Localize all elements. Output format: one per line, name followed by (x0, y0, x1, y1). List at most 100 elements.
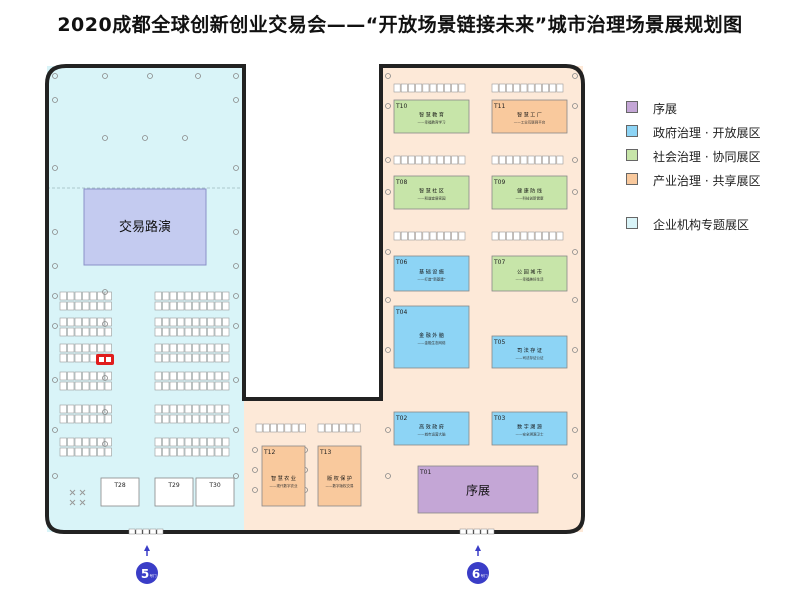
booth (67, 291, 75, 301)
booth (97, 291, 105, 301)
highlighted-booth[interactable] (96, 354, 114, 365)
zone-id: T06 (395, 259, 407, 266)
booth (89, 381, 97, 391)
booth-t28[interactable] (100, 477, 140, 507)
zone-name: 高 效 政 府 (419, 424, 444, 431)
pillar-marker (233, 377, 239, 383)
booth (199, 353, 207, 363)
booth (59, 353, 67, 363)
booth (214, 381, 222, 391)
booth (162, 447, 170, 457)
booth (192, 317, 200, 327)
booth (169, 343, 177, 353)
booth (184, 414, 192, 424)
booth (162, 437, 170, 447)
booth-t29[interactable] (154, 477, 194, 507)
booth-t30[interactable] (195, 477, 235, 507)
seating-marks (69, 489, 86, 506)
booth (169, 371, 177, 381)
pillar-marker (252, 487, 258, 493)
booth (169, 381, 177, 391)
booth (74, 343, 82, 353)
legend-label: 产业治理 · 共享展区 (653, 174, 761, 188)
zone-name: 版 权 保 护 (327, 475, 352, 482)
booth (498, 231, 506, 241)
legend-label: 政府治理 · 开放展区 (653, 126, 761, 140)
pillar-marker (102, 409, 108, 415)
booth (207, 343, 215, 353)
arrow-up-icon (475, 545, 481, 551)
booth (169, 327, 177, 337)
booth (154, 414, 162, 424)
booth (67, 353, 75, 363)
pillar-marker (385, 103, 391, 109)
booth (177, 353, 185, 363)
booth (491, 231, 499, 241)
booth (393, 231, 401, 241)
pillar-marker (52, 73, 58, 79)
zone-id: T13 (319, 449, 331, 456)
booth (534, 83, 542, 93)
booth (154, 291, 162, 301)
zone-sub: ——城市运营大脑 (418, 432, 446, 437)
booth (89, 317, 97, 327)
booth (184, 447, 192, 457)
booth (400, 155, 408, 165)
zone-id: T09 (493, 179, 505, 186)
booth (97, 381, 105, 391)
booth (214, 317, 222, 327)
pillar-marker (385, 157, 391, 163)
booth (400, 231, 408, 241)
booth (199, 414, 207, 424)
booth (498, 155, 506, 165)
booth (162, 291, 170, 301)
pillar-marker (52, 293, 58, 299)
booth (444, 83, 451, 93)
pillar-marker (385, 347, 391, 353)
booth (154, 437, 162, 447)
booth (89, 447, 97, 457)
booth (214, 371, 222, 381)
booth (444, 155, 451, 165)
legend-label: 序展 (653, 102, 678, 116)
booth (74, 371, 82, 381)
legend-item-prelude: 序展 (626, 98, 796, 122)
pillar-marker (572, 73, 578, 79)
booth (177, 447, 185, 457)
pillar-marker (385, 249, 391, 255)
booth (199, 371, 207, 381)
pillar-marker (102, 135, 108, 141)
booth (214, 437, 222, 447)
booth (154, 327, 162, 337)
zone-sub: ——安全溯源卫士 (516, 432, 544, 437)
booth (527, 83, 535, 93)
zone-id: T11 (493, 103, 505, 110)
booth (491, 83, 499, 93)
zone-id: T07 (493, 259, 505, 266)
booth (97, 447, 105, 457)
zone-sub: ——科技创新健康 (516, 196, 544, 201)
booth (222, 327, 230, 337)
booth (458, 231, 466, 241)
zone-id: T04 (395, 309, 407, 316)
booth (162, 343, 170, 353)
booth (154, 353, 162, 363)
